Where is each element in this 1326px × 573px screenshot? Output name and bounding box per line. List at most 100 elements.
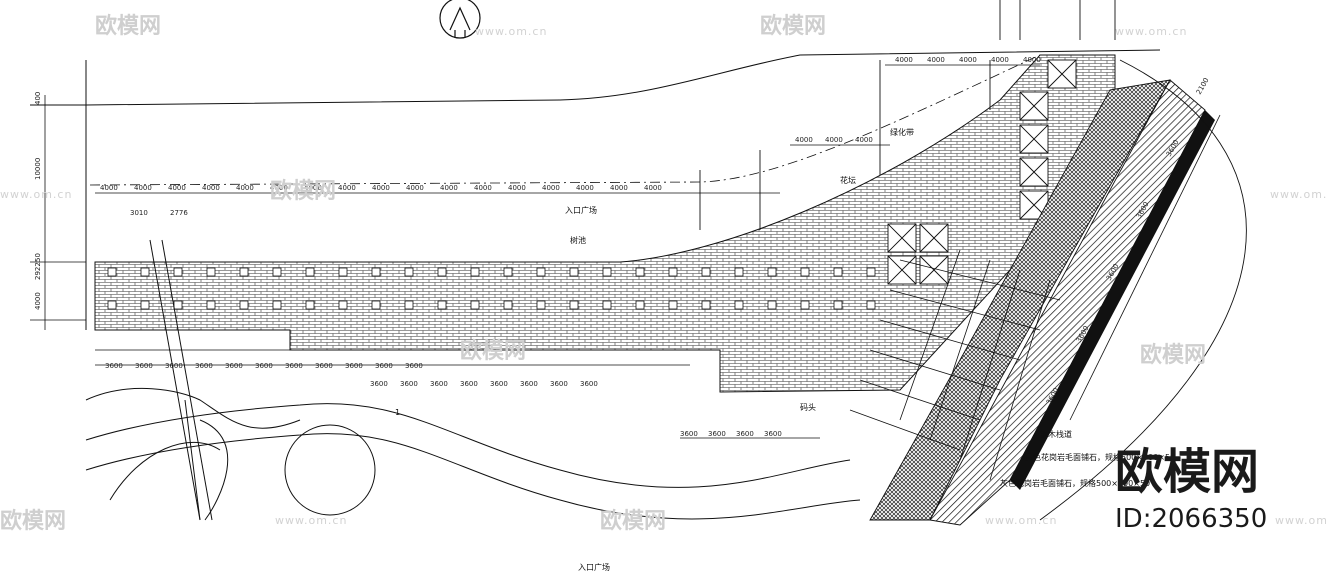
dimension-label: 3600 [550,380,568,388]
tree-pit [734,300,744,310]
label-green-space: 绿化带 [890,127,914,137]
tree-pit [800,267,810,277]
dimension-label: 4000 [236,184,254,192]
tree-pit [206,300,216,310]
dimension-label: 4000 [406,184,424,192]
tree-pit [239,267,249,277]
dimension-lines [95,64,1040,439]
dimension-label: 3600 [405,362,423,370]
tree-pit [272,267,282,277]
dimension-label: 4000 [795,136,813,144]
dimension-label: 4000 [100,184,118,192]
watermark-url: www.om.cn [1275,514,1326,527]
tree-pit [602,300,612,310]
dimension-label: 3600 [165,362,183,370]
label-flower-bed: 花坛 [840,175,856,185]
dimension-label: 4000 [644,184,662,192]
tree-pit [569,267,579,277]
dimension-label: 4000 [610,184,628,192]
tree-pit [371,300,381,310]
tree-pit [404,267,414,277]
tree-pit [338,267,348,277]
tree-pit [767,267,777,277]
tree-pit [536,300,546,310]
brand-logo-text: 欧模网 [1115,444,1259,500]
tree-pit [470,300,480,310]
tree-pit [635,267,645,277]
tree-pit [536,267,546,277]
dimension-label: 3600 [580,380,598,388]
dimension-label: 3600 [736,430,754,438]
tree-pit [404,300,414,310]
label-entry-plaza-bottom: 入口广场 [578,562,610,572]
dimension-label: 3600 [708,430,726,438]
dimension-label: 2776 [170,209,188,217]
dimension-label: 3600 [375,362,393,370]
dimension-label: 3600 [315,362,333,370]
dimension-label: 3600 [105,362,123,370]
dimension-label: 3010 [130,209,148,217]
dimension-label: 4000 [304,184,322,192]
dimension-label: 2922 [34,262,42,280]
tree-pit [503,267,513,277]
tree-pit [272,300,282,310]
watermark-brand: 欧模网 [460,338,526,364]
tree-pit [371,267,381,277]
dimension-label: 4000 [927,56,945,64]
dimension-label: 2100 [1195,77,1211,96]
tree-pit [833,300,843,310]
tree-pit [140,267,150,277]
dimension-label: 3600 [370,380,388,388]
tree-pit [503,300,513,310]
watermark-url: www.om.cn [475,25,547,38]
tree-pit [635,300,645,310]
tree-pit [305,267,315,277]
dimension-label: 3600 [400,380,418,388]
dimension-label: 3600 [430,380,448,388]
tree-pit [437,300,447,310]
tree-pit [602,267,612,277]
tree-pit [239,300,249,310]
dimension-label: 10000 [34,158,42,180]
dimension-label: 4000 [202,184,220,192]
dimension-label: 3600 [460,380,478,388]
watermark-brand: 欧模网 [760,13,826,39]
tree-pit [734,267,744,277]
tree-pit [701,300,711,310]
tree-pit [767,300,777,310]
dimension-label: 3600 [285,362,303,370]
label-pier: 码头 [800,402,816,412]
dimension-label: 4000 [576,184,594,192]
north-arrow-icon [439,0,481,39]
tree-pit [701,267,711,277]
diagonal-boardwalk [869,79,1221,526]
watermark-brand: 欧模网 [270,178,336,204]
dimension-label: 400 [34,92,42,105]
dimension-label: 4000 [508,184,526,192]
tree-pit [338,300,348,310]
watermark-url: www.om.cn [1115,25,1187,38]
label-entry-plaza-top: 入口广场 [565,205,597,215]
tree-pit [800,300,810,310]
tree-pit-grid [107,267,876,310]
tree-pit [668,267,678,277]
watermark-brand: 欧模网 [0,508,66,534]
tree-pit [173,267,183,277]
tree-pit [470,267,480,277]
watermark-brand: 欧模网 [600,508,666,534]
upper-road-edge [85,49,1161,106]
tree-pit [173,300,183,310]
dimension-label: 3600 [520,380,538,388]
dimension-label: 3600 [195,362,213,370]
dimension-label: 4000 [855,136,873,144]
tree-pit [140,300,150,310]
watermark-url: www.om.cn [985,514,1057,527]
entry-plaza-paving [94,54,1116,393]
dimension-label: 4000 [134,184,152,192]
dimension-label: 4000 [895,56,913,64]
label-paving-note-1: 黄色花岗岩毛面铺石，规格500×500×50 [1025,452,1175,462]
dimension-label: 4000 [825,136,843,144]
dimension-label: 3600 [490,380,508,388]
